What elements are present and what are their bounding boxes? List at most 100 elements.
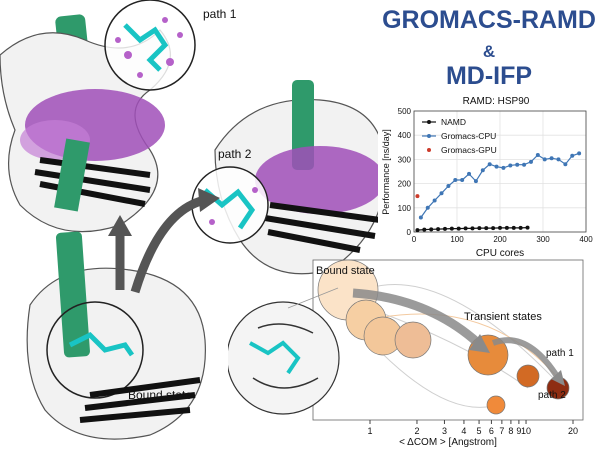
- chart-y-axis-label: Performance [ns/day]: [381, 129, 391, 215]
- data-point: [528, 159, 533, 164]
- data-point: [473, 179, 478, 184]
- data-point: [425, 205, 430, 210]
- network-x-tick-label: 2: [414, 426, 419, 436]
- data-point: [494, 164, 499, 169]
- path1-zoom-circle: [104, 0, 196, 91]
- data-point: [463, 226, 468, 231]
- data-point: [480, 168, 485, 173]
- flux-arrow: [352, 288, 482, 347]
- y-tick-label: 500: [398, 107, 412, 116]
- x-tick-label: 0: [412, 235, 417, 244]
- zoom-connector: [287, 287, 339, 309]
- data-point: [453, 177, 458, 182]
- beta-sheet: [79, 377, 201, 423]
- network-path1-label: path 1: [546, 348, 574, 359]
- data-point: [422, 227, 427, 232]
- network-x-axis-label: < ΔCOM > [Angstrom]: [399, 437, 497, 448]
- arrow-to-path1: [108, 215, 132, 236]
- data-point: [525, 225, 530, 230]
- network-x-tick-label: 9: [516, 426, 521, 436]
- arrow-to-path2: [130, 195, 207, 294]
- title-ampersand: &: [482, 42, 496, 61]
- network-x-tick-label: 3: [442, 426, 447, 436]
- data-point: [418, 215, 423, 220]
- network-x-tick-label: 1: [367, 426, 372, 436]
- data-point: [487, 162, 492, 167]
- bound-state-label: Bound state: [128, 388, 193, 402]
- bound-pose-zoom-circle: [228, 301, 340, 415]
- data-point: [436, 227, 441, 232]
- data-point: [511, 225, 516, 230]
- data-point: [470, 226, 475, 231]
- data-point: [442, 226, 447, 231]
- state-node: [486, 395, 506, 415]
- y-tick-label: 0: [407, 228, 412, 237]
- y-tick-label: 400: [398, 131, 412, 140]
- chart-x-axis-label: CPU cores: [476, 248, 524, 259]
- state-node: [516, 364, 540, 388]
- data-point: [439, 191, 444, 196]
- residue-sticks: [252, 323, 319, 389]
- y-tick-label: 200: [398, 180, 412, 189]
- x-tick-label: 300: [536, 235, 550, 244]
- legend-marker: [427, 134, 431, 138]
- data-point: [515, 162, 520, 167]
- data-point: [501, 165, 506, 170]
- flux-arrow: [491, 337, 561, 380]
- network-x-tick-label: 6: [489, 426, 494, 436]
- legend-marker: [427, 148, 431, 152]
- data-point: [484, 226, 489, 231]
- transient-states-label: Transient states: [464, 311, 542, 323]
- data-point: [460, 177, 465, 182]
- network-x-tick-label: 10: [521, 426, 531, 436]
- beta-sheet: [34, 157, 151, 207]
- path1-label: path 1: [203, 7, 237, 21]
- chart-plot-area: [413, 110, 587, 233]
- data-point: [467, 171, 472, 176]
- network-x-tick-label: 20: [568, 426, 578, 436]
- data-point: [518, 225, 523, 230]
- transition-arc: [377, 313, 559, 379]
- flux-arrow: [551, 370, 565, 386]
- data-point: [491, 226, 496, 231]
- data-point: [456, 226, 461, 231]
- main-title-md-ifp: MD-IFP: [445, 62, 533, 90]
- legend-entry: NAMD: [441, 117, 466, 127]
- data-point: [415, 194, 420, 199]
- flux-arrow: [469, 334, 490, 353]
- path2-label: path 2: [218, 147, 252, 161]
- ligand: [249, 340, 301, 375]
- network-x-tick-label: 7: [499, 426, 504, 436]
- chart-title: RAMD: HSP90: [463, 96, 530, 107]
- data-point: [508, 163, 513, 168]
- data-point: [449, 226, 454, 231]
- network-x-tick-label: 4: [461, 426, 466, 436]
- data-point: [432, 198, 437, 203]
- data-point: [477, 226, 482, 231]
- state-node: [394, 321, 432, 359]
- data-point: [563, 162, 568, 167]
- network-x-tick-label: 5: [477, 426, 482, 436]
- beta-sheet: [264, 202, 381, 253]
- arrow-to-path2: [198, 188, 220, 212]
- data-point: [446, 184, 451, 189]
- ligand: [123, 23, 169, 72]
- data-point: [429, 227, 434, 232]
- green-helix: [55, 231, 90, 358]
- network-x-tick-label: 8: [508, 426, 513, 436]
- x-tick-label: 100: [450, 235, 464, 244]
- ligand: [68, 331, 135, 357]
- legend-entry: Gromacs-GPU: [441, 145, 497, 155]
- data-point: [504, 225, 509, 230]
- legend-marker: [427, 120, 431, 124]
- x-tick-label: 200: [493, 235, 507, 244]
- y-tick-label: 300: [398, 155, 412, 164]
- data-point: [549, 156, 554, 161]
- protein-bound-state: [26, 231, 206, 440]
- bound-zoom-circle: [46, 301, 144, 399]
- network-path2-label: path 2: [538, 390, 566, 401]
- data-point: [522, 162, 527, 167]
- data-point: [556, 157, 561, 162]
